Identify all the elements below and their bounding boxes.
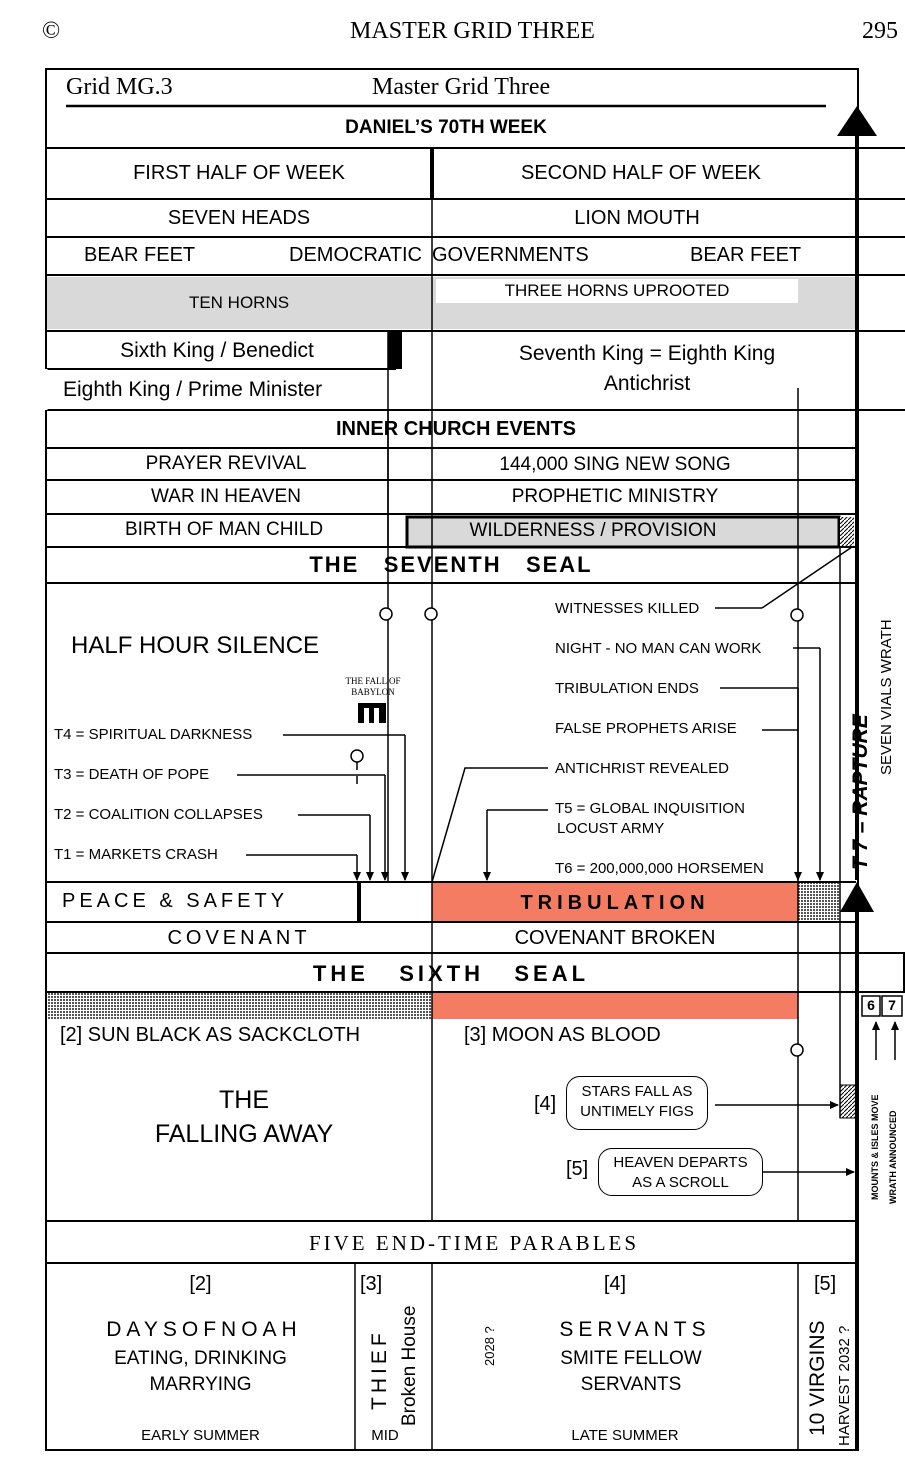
early-summer: EARLY SUMMER [141,1427,260,1444]
parable-5-number: [5] [814,1273,837,1295]
thief: THIEF [368,1329,391,1410]
t5-locust-army: LOCUST ARMY [557,820,665,837]
t2-coalition-collapses: T2 = COALITION COLLAPSES [54,806,263,823]
box-7: 7 [888,997,896,1013]
moon-as-blood: [3] MOON AS BLOOD [464,1024,661,1046]
antichrist: Antichrist [603,372,691,395]
parable-4-number: [4] [603,1273,627,1295]
servants-title: SERVANTS [559,1318,711,1341]
smite-fellow: SMITE FELLOW [560,1348,702,1369]
prophetic-ministry: PROPHETIC MINISTRY [511,486,719,507]
grid-id: Grid MG.3 [66,74,173,100]
box-6: 6 [867,997,875,1013]
governments: GOVERNMENTS [432,244,589,266]
wilderness-hatch [840,517,854,547]
bear-feet-right: BEAR FEET [690,244,802,266]
mounts-isles-move: MOUNTS & ISLES MOVE [870,1094,880,1200]
seven-heads: SEVEN HEADS [167,207,311,229]
peace-and-safety: PEACE & SAFETY [62,890,289,912]
sixth-seal-heading: THE SIXTH SEAL [312,961,590,986]
t7-rapture: T 7 = RAPTURE [849,714,872,870]
copyright-symbol: © [42,18,61,44]
antichrist-revealed: ANTICHRIST REVEALED [555,760,729,777]
t4-spiritual-darkness: T4 = SPIRITUAL DARKNESS [54,726,253,743]
tribulation: TRIBULATION [520,892,710,914]
eating-drinking: EATING, DRINKING [114,1348,287,1369]
seventh-seal-heading: THE SEVENTH SEAL [309,552,593,577]
covenant: COVENANT [167,927,311,949]
seven-vials-wrath: SEVEN VIALS WRATH [878,619,895,775]
moon-salmon-fill [432,993,798,1019]
heaven-departs-line1: HEAVEN DEPARTS [613,1154,748,1171]
witnesses-killed: WITNESSES KILLED [555,600,700,617]
t6-horsemen: T6 = 200,000,000 HORSEMEN [555,860,764,877]
parable-3-number: [3] [360,1273,383,1295]
inner-church-events: INNER CHURCH EVENTS [335,418,577,440]
falling-away-the: THE [219,1086,269,1114]
three-horns-label-bg [436,279,798,303]
tribulation-fill [432,882,798,922]
harvest-2032: HARVEST 2032 ? [836,1325,853,1446]
heaven-departs-box: HEAVEN DEPARTS AS A SCROLL [598,1148,763,1196]
stars-fall-line1: STARS FALL AS [581,1083,693,1100]
lion-mouth: LION MOUTH [574,207,700,229]
stars-hatch [839,1084,857,1119]
stars-fall-box: STARS FALL AS UNTIMELY FIGS [566,1076,708,1130]
falling-away: FALLING AWAY [154,1120,334,1148]
sixth-king: Sixth King / Benedict [120,339,314,362]
t3-death-of-pope: T3 = DEATH OF POPE [54,766,210,783]
marrying: MARRYING [149,1374,252,1395]
war-in-heaven: WAR IN HEAVEN [151,486,301,507]
sun-black: [2] SUN BLACK AS SACKCLOTH [60,1024,361,1046]
democratic: DEMOCRATIC [289,244,422,266]
half-hour-silence: HALF HOUR SILENCE [71,632,320,659]
heaven-departs-line2: AS A SCROLL [632,1174,729,1191]
ten-virgins: 10 VIRGINS [806,1320,829,1436]
t5-global-inquisition: T5 = GLOBAL INQUISITION [555,800,745,817]
fall-of-babylon: THE FALL OF BABYLON [345,676,401,697]
wilderness-provision: WILDERNESS / PROVISION [469,520,717,541]
stars-fall-line2: UNTIMELY FIGS [580,1103,694,1120]
t1-markets-crash: T1 = MARKETS CRASH [54,846,218,863]
seal-number-4: [4] [534,1093,557,1115]
daniels-70th-week: DANIEL’S 70TH WEEK [345,117,547,138]
page-title: MASTER GRID THREE [350,18,595,44]
eighth-king: Eighth King / Prime Minister [63,378,323,401]
late-summer: LATE SUMMER [571,1427,679,1444]
trib-hatch [797,881,841,923]
covenant-broken: COVENANT BROKEN [514,927,716,949]
wrath-announced: WRATH ANNOUNCED [888,1110,898,1205]
birth-of-man-child: BIRTH OF MAN CHILD [124,519,324,540]
second-half-of-week: SECOND HALF OF WEEK [520,162,762,184]
servants: SERVANTS [580,1374,682,1395]
page-number: 295 [862,18,898,44]
night-no-man-can-work: NIGHT - NO MAN CAN WORK [555,640,762,657]
broken-house: Broken House [399,1305,420,1426]
prayer-revival: PRAYER REVIVAL [145,453,307,474]
new-song: 144,000 SING NEW SONG [499,454,731,475]
grid-name: Master Grid Three [372,74,551,100]
seal-number-5: [5] [566,1158,589,1180]
falling-away-hatch [46,993,432,1019]
bear-feet-left: BEAR FEET [84,244,196,266]
parables-heading: FIVE END-TIME PARABLES [308,1231,640,1255]
mid: MID [371,1427,399,1444]
false-prophets-arise: FALSE PROPHETS ARISE [555,720,737,737]
parable-2-number: [2] [189,1273,212,1295]
three-horns-uprooted: THREE HORNS UPROOTED [504,281,730,300]
first-half-of-week: FIRST HALF OF WEEK [133,162,345,184]
tribulation-ends: TRIBULATION ENDS [555,680,699,697]
ten-horns: TEN HORNS [188,293,290,312]
seventh-king: Seventh King = Eighth King [518,342,776,365]
days-of-noah: DAYSOFNOAH [106,1318,302,1341]
